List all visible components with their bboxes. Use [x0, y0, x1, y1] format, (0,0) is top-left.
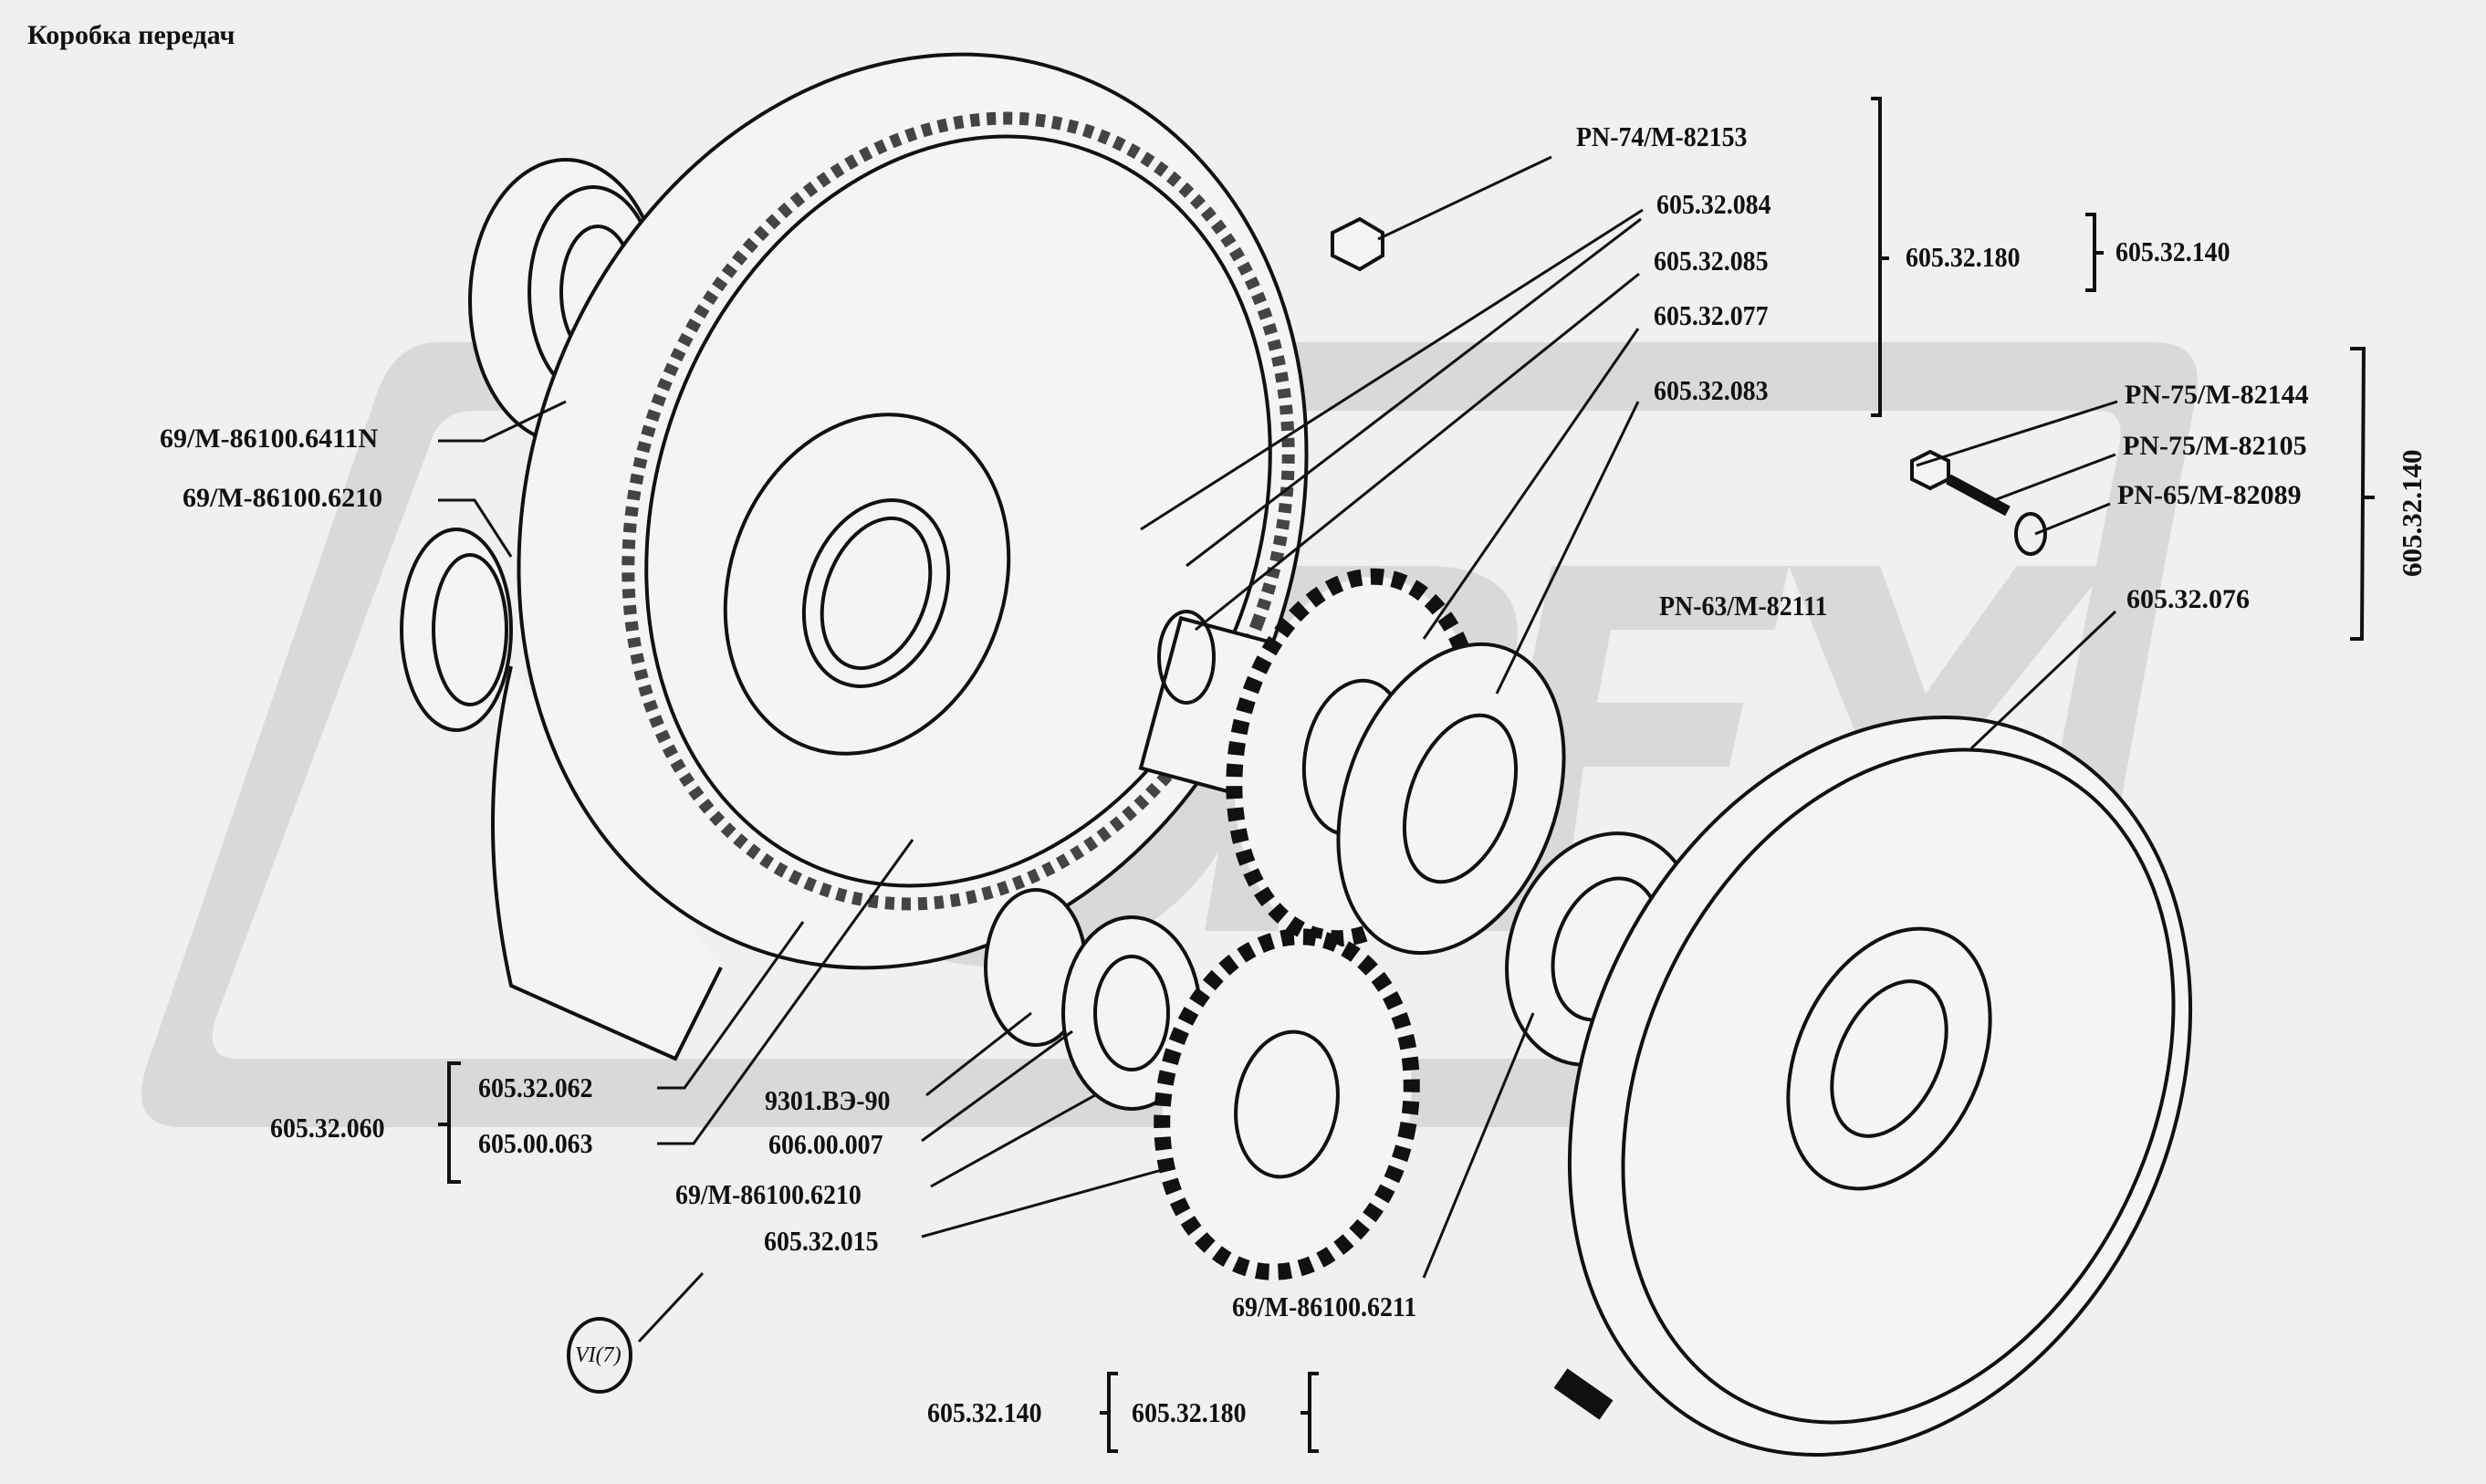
- brackets: [438, 97, 2375, 1453]
- bracket-140-right: [2350, 347, 2366, 641]
- label-605-32-015[interactable]: 605.32.015: [764, 1225, 879, 1257]
- label-605-32-060[interactable]: 605.32.060: [270, 1112, 385, 1144]
- label-605-00-063[interactable]: 605.00.063: [478, 1127, 593, 1159]
- cover-605-32-076: [1567, 716, 2193, 1457]
- label-pn63-m82111[interactable]: PN-63/M-82111: [1659, 590, 1828, 622]
- label-605-32-084[interactable]: 605.32.084: [1656, 188, 1771, 220]
- bracket-140-bottom: [1107, 1372, 1118, 1453]
- ring-plate-605-32-077: [1336, 642, 1566, 956]
- label-pn75-m82144[interactable]: PN-75/M-82144: [2125, 380, 2309, 410]
- bracket-180-bottom: [1308, 1372, 1319, 1453]
- label-9301-ve-90[interactable]: 9301.ВЭ-90: [765, 1084, 891, 1116]
- drawing-ink: [400, 52, 2375, 1457]
- label-pn75-m82105[interactable]: PN-75/M-82105: [2123, 431, 2307, 461]
- bearing-6210-left: [400, 528, 513, 732]
- label-606-00-007[interactable]: 606.00.007: [768, 1128, 883, 1160]
- bolt-pn65: [1553, 449, 2047, 1420]
- label-605-32-085[interactable]: 605.32.085: [1654, 245, 1769, 277]
- label-605-32-140-top[interactable]: 605.32.140: [2115, 235, 2230, 267]
- label-pn74-m82153[interactable]: PN-74/M-82153: [1576, 120, 1748, 152]
- label-605-32-062[interactable]: 605.32.062: [478, 1071, 593, 1103]
- label-69-m86100-6210-left[interactable]: 69/M-86100.6210: [183, 483, 383, 513]
- label-605-32-180-bottom[interactable]: 605.32.180: [1132, 1396, 1247, 1428]
- nut-pn74: [1331, 216, 1384, 272]
- label-605-32-083[interactable]: 605.32.083: [1654, 374, 1769, 406]
- callout-vi7[interactable]: VI(7): [575, 1343, 622, 1367]
- watermark-letter-e: [1478, 566, 1789, 931]
- label-pn65-m82089[interactable]: PN-65/M-82089: [2117, 480, 2302, 510]
- label-605-32-140-bottom[interactable]: 605.32.140: [927, 1396, 1042, 1428]
- bracket-140-top: [2085, 213, 2096, 292]
- lower-shaft-gear: [984, 888, 1420, 1280]
- label-605-32-076[interactable]: 605.32.076: [2126, 584, 2250, 614]
- callout-circle: [567, 1317, 632, 1394]
- label-605-32-180-top[interactable]: 605.32.180: [1906, 241, 2021, 273]
- page-title: Коробка передач: [27, 20, 235, 50]
- leader-lines: [438, 155, 2118, 1343]
- label-605-32-140-right[interactable]: 605.32.140: [2396, 449, 2428, 578]
- label-605-32-077[interactable]: 605.32.077: [1654, 299, 1769, 331]
- label-69-m86100-6210-bottom[interactable]: 69/M-86100.6210: [675, 1178, 862, 1210]
- gearbox-housing: [491, 52, 1309, 1061]
- label-69-m86100-6411n[interactable]: 69/M-86100.6411N: [160, 423, 379, 454]
- label-69-m86100-6211[interactable]: 69/M-86100.6211: [1232, 1291, 1417, 1322]
